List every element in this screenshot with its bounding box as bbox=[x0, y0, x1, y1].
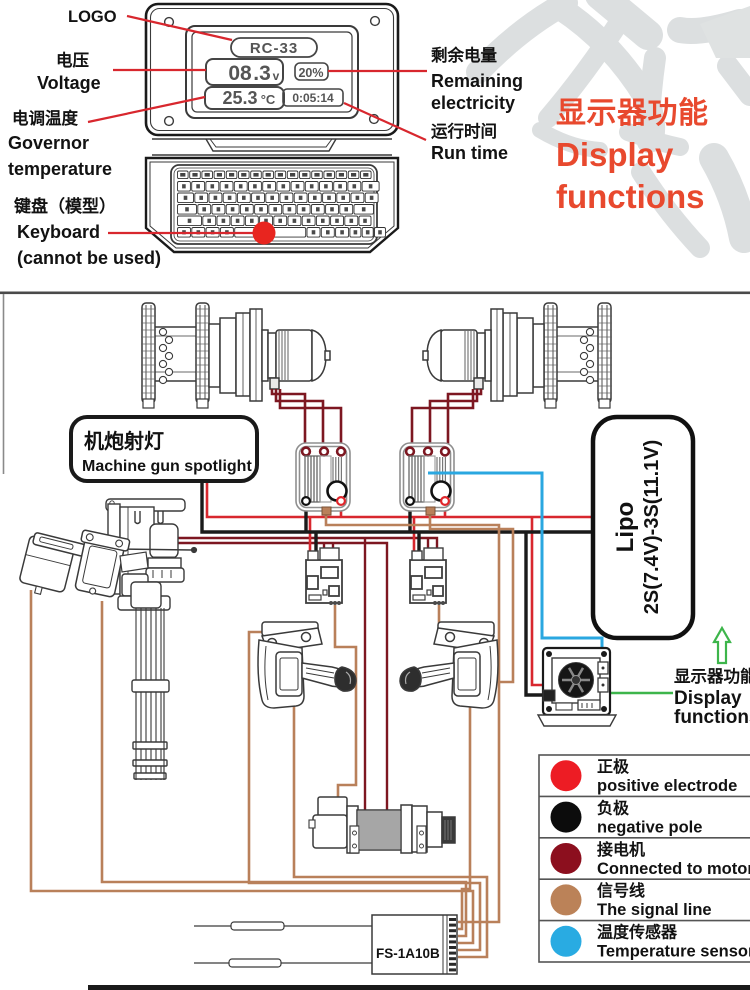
svg-text:0:05:14: 0:05:14 bbox=[292, 91, 334, 105]
svg-text:08: 08 bbox=[228, 62, 252, 85]
svg-text:Voltage: Voltage bbox=[37, 73, 101, 93]
svg-text:negative pole: negative pole bbox=[597, 818, 702, 836]
svg-text:剩余电量: 剩余电量 bbox=[431, 45, 498, 65]
svg-text:机炮射灯: 机炮射灯 bbox=[84, 429, 164, 453]
svg-text:Temperature sensor: Temperature sensor bbox=[597, 943, 750, 961]
svg-text:接电机: 接电机 bbox=[597, 840, 645, 859]
svg-text:信号线: 信号线 bbox=[597, 881, 645, 900]
svg-text:(cannot be used): (cannot be used) bbox=[17, 248, 161, 268]
svg-text:电压: 电压 bbox=[56, 50, 90, 70]
svg-text:负极: 负极 bbox=[597, 798, 630, 817]
svg-text:electricity: electricity bbox=[431, 93, 515, 113]
svg-text:°C: °C bbox=[261, 92, 276, 107]
svg-text:Lipo: Lipo bbox=[612, 502, 639, 553]
svg-text:Connected to motor: Connected to motor bbox=[597, 860, 750, 878]
svg-text:Remaining: Remaining bbox=[431, 71, 523, 91]
svg-text:The signal line: The signal line bbox=[597, 901, 712, 919]
svg-text:显示器功能: 显示器功能 bbox=[674, 666, 750, 686]
svg-text:Machine gun spotlight: Machine gun spotlight bbox=[82, 458, 252, 475]
svg-text:20%: 20% bbox=[298, 66, 323, 80]
svg-text:25.3: 25.3 bbox=[222, 88, 257, 108]
svg-text:v: v bbox=[273, 69, 280, 83]
svg-text:temperature: temperature bbox=[8, 159, 112, 179]
svg-text:Keyboard: Keyboard bbox=[17, 222, 100, 242]
svg-text:Display: Display bbox=[556, 136, 674, 173]
svg-text:RC-33: RC-33 bbox=[250, 40, 298, 57]
svg-text:Run time: Run time bbox=[431, 143, 508, 163]
svg-text:Governor: Governor bbox=[8, 133, 89, 153]
svg-text:positive electrode: positive electrode bbox=[597, 777, 737, 795]
svg-text:运行时间: 运行时间 bbox=[431, 121, 497, 141]
svg-text:LOGO: LOGO bbox=[68, 8, 117, 26]
svg-text:2S(7.4V)-3S(11.1V): 2S(7.4V)-3S(11.1V) bbox=[641, 440, 663, 615]
svg-text:正极: 正极 bbox=[597, 757, 630, 776]
svg-text:.3: .3 bbox=[253, 62, 271, 85]
svg-text:温度传感器: 温度传感器 bbox=[596, 923, 678, 942]
svg-text:电调温度: 电调温度 bbox=[12, 108, 79, 128]
svg-text:FS-1A10B: FS-1A10B bbox=[376, 946, 440, 961]
svg-text:显示器功能: 显示器功能 bbox=[556, 97, 709, 130]
svg-text:键盘（模型）: 键盘（模型） bbox=[14, 196, 116, 216]
svg-text:functions: functions bbox=[556, 178, 704, 215]
svg-text:Display: Display bbox=[674, 688, 742, 709]
svg-text:functions: functions bbox=[674, 707, 750, 728]
